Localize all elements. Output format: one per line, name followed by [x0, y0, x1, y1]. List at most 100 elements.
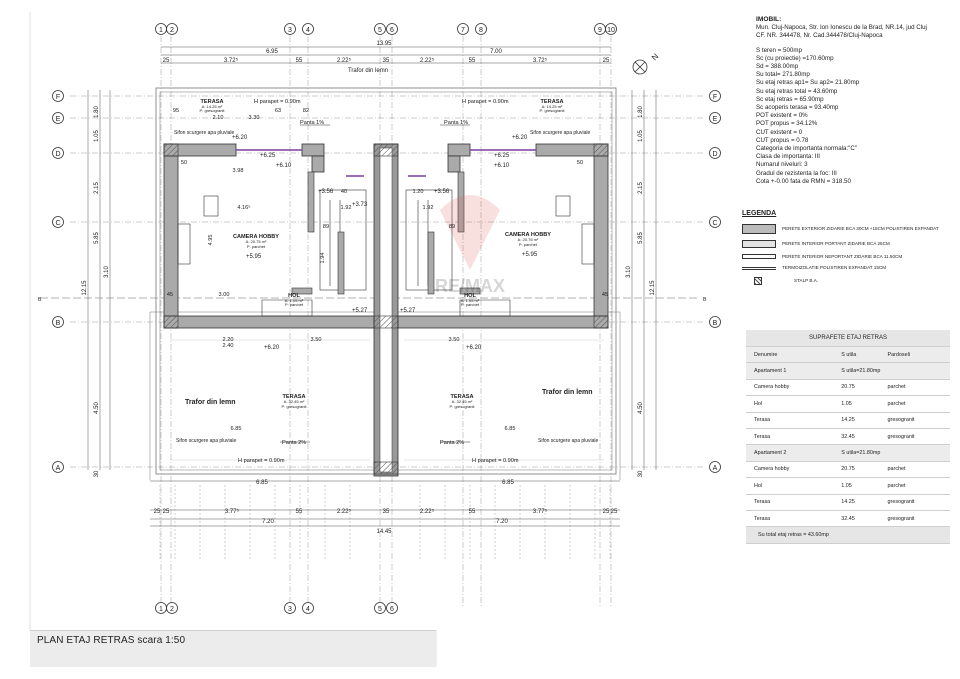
svg-text:2.22⁵: 2.22⁵ [420, 508, 435, 515]
legend-item: PERETE INTERIOR PORTANT ZIDARIE BCA 25CM [742, 240, 952, 248]
svg-text:2.22⁵: 2.22⁵ [420, 57, 435, 64]
stat-line: Cota +-0.00 fata de RMN = 318.50 [756, 177, 851, 185]
svg-text:4: 4 [306, 606, 310, 613]
legend-item: PERETE INTERIOR NEPORTANT ZIDARIE BCA 11… [742, 254, 952, 260]
svg-text:A: 20.75 m²: A: 20.75 m² [246, 239, 267, 244]
svg-text:+6.20: +6.20 [232, 135, 248, 141]
svg-text:N: N [650, 52, 661, 63]
legend-item: STALP B.A. [742, 276, 952, 285]
cell: Terasa [746, 428, 834, 446]
cell: gresogranit [879, 412, 950, 429]
svg-text:3.00: 3.00 [219, 292, 230, 298]
svg-text:TERASA: TERASA [201, 99, 224, 105]
svg-text:6.85: 6.85 [231, 426, 242, 432]
svg-text:4.16⁵: 4.16⁵ [237, 204, 250, 211]
svg-text:+6.25: +6.25 [260, 153, 276, 159]
partition-wall-swatch [742, 254, 776, 260]
svg-text:1.92: 1.92 [341, 205, 352, 211]
column-header: Denumire [746, 346, 834, 364]
row-axis-labels: FE DC BA FE DC BA [55, 94, 717, 472]
cell: 32.45 [833, 428, 880, 446]
svg-text:3: 3 [288, 27, 292, 34]
svg-text:P: gresogranit: P: gresogranit [200, 108, 226, 113]
svg-text:7.20: 7.20 [496, 519, 508, 525]
svg-text:6.85: 6.85 [256, 480, 268, 486]
svg-text:P: parchet: P: parchet [519, 242, 538, 247]
svg-text:30: 30 [638, 470, 644, 477]
cell: Camera hobby [746, 379, 834, 397]
svg-text:+5.27: +5.27 [400, 308, 416, 314]
svg-text:35: 35 [383, 58, 390, 64]
svg-text:Trafor din lemn: Trafor din lemn [185, 399, 236, 406]
svg-text:12.15: 12.15 [82, 280, 88, 296]
cell: gresogranit [879, 428, 950, 446]
svg-text:3: 3 [288, 606, 292, 613]
svg-text:5: 5 [378, 27, 382, 34]
svg-text:55: 55 [469, 58, 476, 64]
svg-text:45: 45 [602, 292, 608, 298]
svg-text:A: 20.75 m²: A: 20.75 m² [518, 237, 539, 242]
svg-text:6.95: 6.95 [266, 49, 278, 55]
project-address-line: CF. NR. 344478, Nr. Cad.344478/Cluj-Napo… [756, 32, 883, 40]
svg-text:P: gresogranit: P: gresogranit [540, 108, 566, 113]
svg-text:E: E [713, 116, 718, 123]
svg-text:P: gresogranit: P: gresogranit [282, 404, 308, 409]
svg-text:25: 25 [611, 509, 618, 515]
svg-text:2: 2 [170, 27, 174, 34]
svg-text:P: parchet: P: parchet [285, 302, 304, 307]
svg-text:B: B [56, 320, 61, 327]
svg-text:H parapet = 0.90m: H parapet = 0.90m [472, 458, 519, 464]
svg-text:3.98: 3.98 [233, 168, 244, 174]
svg-text:TERASA: TERASA [451, 394, 474, 400]
group-total: S utila=21.80mp [833, 444, 950, 462]
svg-text:P: parchet: P: parchet [461, 302, 480, 307]
svg-text:+6.25: +6.25 [494, 153, 510, 159]
svg-text:82: 82 [303, 108, 309, 114]
svg-text:Panta 1%: Panta 1% [300, 120, 324, 126]
group-total: S utila=21.80mp [833, 362, 950, 380]
stat-line: Sc (cu proiectie) =170.60mp [756, 54, 834, 62]
cell: gresogranit [879, 494, 950, 511]
cell: Terasa [746, 510, 834, 528]
group-name: Apartament 2 [746, 444, 834, 462]
svg-text:D: D [55, 151, 60, 158]
svg-text:Sifon scurgere apa pluviale: Sifon scurgere apa pluviale [530, 130, 591, 136]
columns [163, 143, 609, 475]
cell: Terasa [746, 494, 834, 511]
stat-line: CUT propus = 0.78 [756, 136, 809, 144]
svg-text:40: 40 [341, 189, 347, 195]
svg-text:4.95: 4.95 [208, 235, 214, 246]
svg-text:4: 4 [306, 27, 310, 34]
areas-table: SUPRAFETE ETAJ RETRAS Denumire S utila P… [746, 330, 950, 544]
svg-text:A: 1.05 m²: A: 1.05 m² [285, 298, 304, 303]
right-apartment-walls [397, 143, 609, 329]
svg-text:2.15: 2.15 [94, 182, 100, 194]
svg-text:RE/MAX: RE/MAX [435, 276, 505, 296]
terrace-tiles [170, 339, 604, 461]
stat-line: Clasa de importanta: III [756, 153, 820, 161]
svg-text:TERASA: TERASA [541, 99, 564, 105]
legend-label: PERETE EXTERIOR ZIDARIE BCA 30CM +15CM P… [782, 226, 939, 232]
svg-text:1: 1 [159, 27, 163, 34]
stat-line: Sc acoperis terasa = 93.40mp [756, 104, 839, 112]
svg-text:8: 8 [479, 27, 483, 34]
cell: Hol [746, 395, 834, 413]
svg-text:C: C [712, 220, 717, 227]
svg-text:3.72⁵: 3.72⁵ [533, 57, 548, 64]
bottom-dimensions [150, 480, 620, 527]
windows [236, 149, 536, 177]
svg-text:1.05: 1.05 [638, 130, 644, 142]
svg-text:+6.10: +6.10 [276, 163, 292, 169]
svg-text:3.10: 3.10 [104, 266, 110, 278]
svg-text:B: B [38, 297, 42, 303]
svg-text:+6.20: +6.20 [512, 135, 528, 141]
svg-text:A: A [56, 465, 61, 472]
svg-text:25: 25 [163, 509, 170, 515]
svg-text:+6.10: +6.10 [494, 163, 510, 169]
